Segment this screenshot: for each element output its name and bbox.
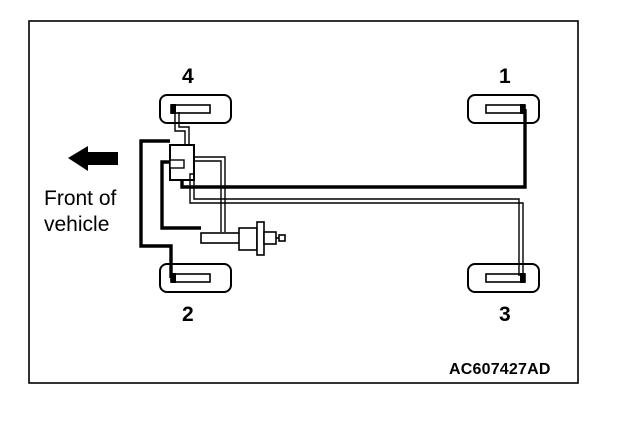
wheel-3 xyxy=(467,263,540,293)
wheel-4 xyxy=(159,94,232,124)
front-label-line2: vehicle xyxy=(44,213,110,236)
figure-code: AC607427AD xyxy=(449,361,551,378)
wheel-1 xyxy=(467,94,540,124)
brake-pipes-thick xyxy=(139,109,527,278)
diagram-frame xyxy=(28,20,579,384)
wheel-label-4: 4 xyxy=(182,65,194,88)
front-label-line1: Front of xyxy=(44,187,117,210)
wheel-label-3: 3 xyxy=(499,303,511,326)
wheel-label-2: 2 xyxy=(182,303,194,326)
brake-pipes-double xyxy=(174,112,524,276)
wheel-label-1: 1 xyxy=(499,65,511,88)
front-of-vehicle-label: Front of vehicle xyxy=(44,186,154,238)
arrow-left-icon xyxy=(68,146,118,171)
master-cylinder xyxy=(200,221,286,256)
wheel-2 xyxy=(159,263,232,293)
